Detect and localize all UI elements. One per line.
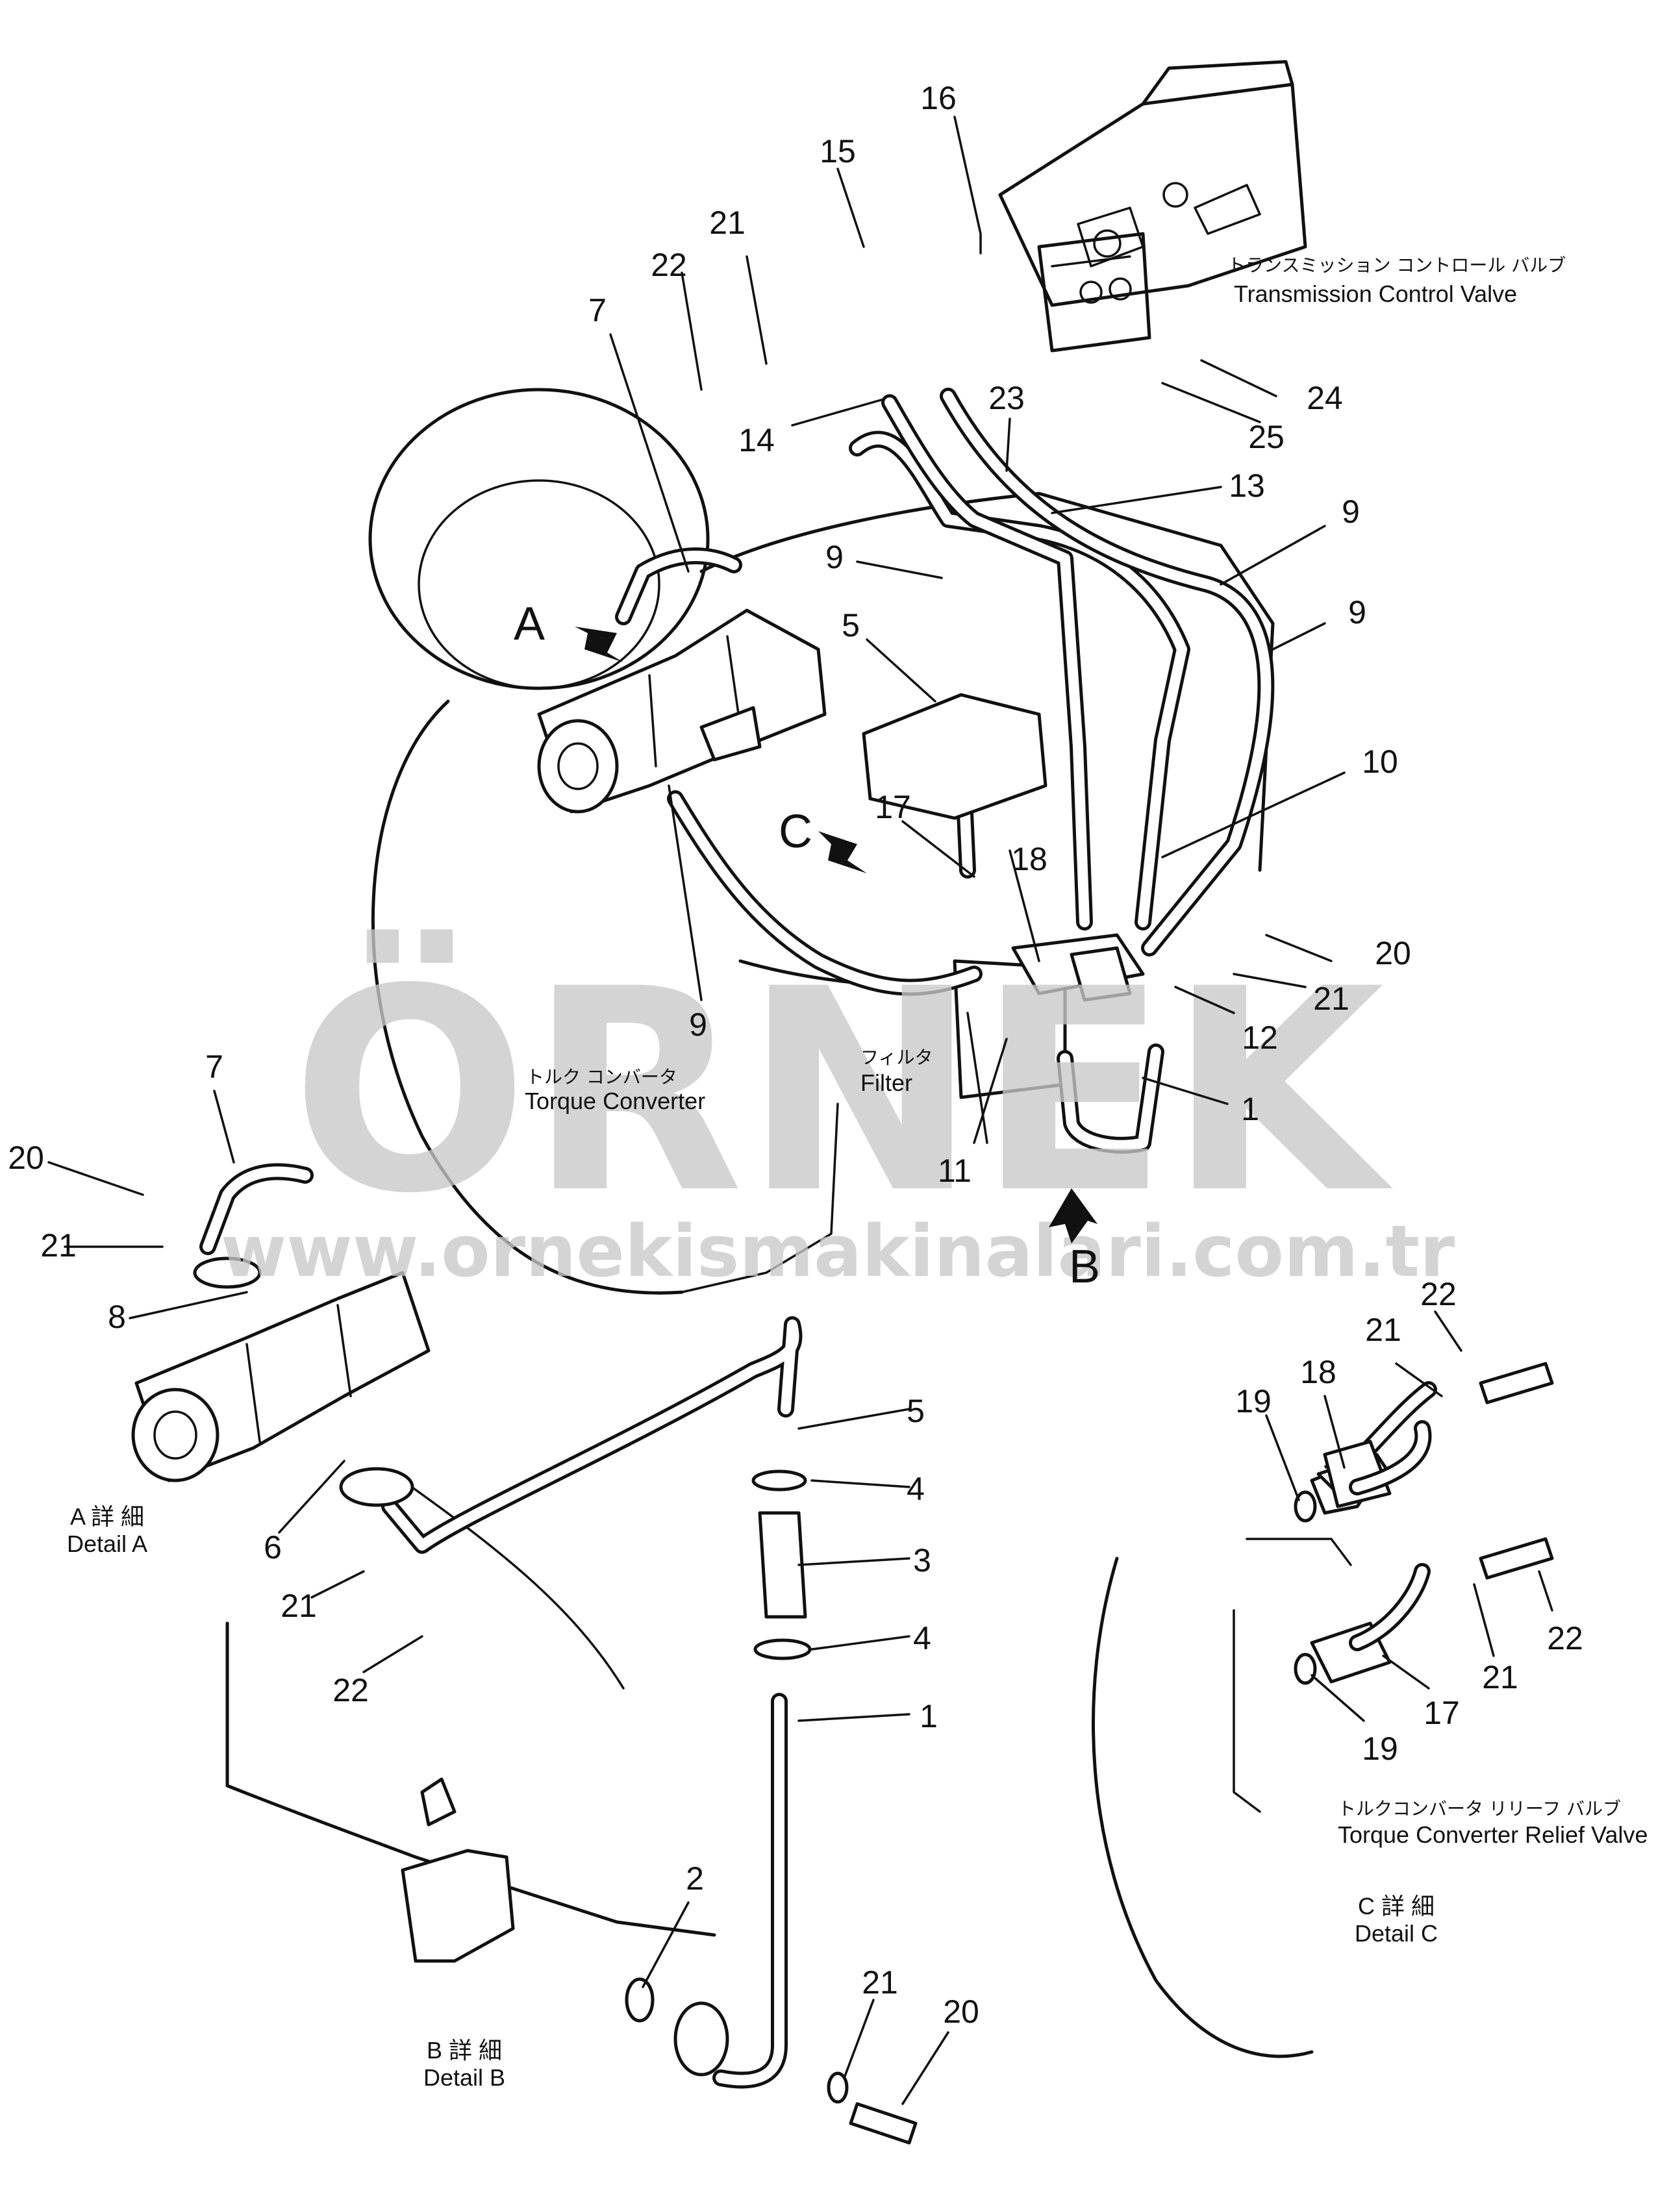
filter-jp: フィルタ bbox=[860, 1047, 933, 1068]
watermark-brand: ÖRNEK bbox=[291, 927, 1395, 1255]
arrow-a-icon bbox=[575, 627, 623, 662]
view-marker-c: C bbox=[779, 806, 812, 858]
callout-17-top: 17 bbox=[875, 789, 911, 825]
leader-lines bbox=[47, 116, 1553, 2105]
callout-24: 24 bbox=[1307, 380, 1343, 416]
callout-14: 14 bbox=[738, 422, 775, 458]
watermark-url: www.ornekismakinalari.com.tr bbox=[221, 1210, 1455, 1293]
callout-2-detail-b: 2 bbox=[686, 1860, 704, 1897]
callout-18-top: 18 bbox=[1011, 841, 1047, 877]
detail-b-jp: B 詳 細 bbox=[427, 2037, 502, 2064]
callout-12: 12 bbox=[1242, 1019, 1278, 1056]
callout-6-detail-b: 6 bbox=[264, 1529, 282, 1566]
callout-11: 11 bbox=[938, 1153, 972, 1189]
detail-c bbox=[1092, 1362, 1554, 2058]
callout-21-detail-c-a: 21 bbox=[1365, 1312, 1401, 1348]
callout-9-b: 9 bbox=[1342, 493, 1360, 530]
callout-4-detail-b-b: 4 bbox=[913, 1620, 931, 1656]
callout-8-detail-a: 8 bbox=[108, 1299, 126, 1335]
callout-21-detail-a: 21 bbox=[40, 1227, 77, 1264]
callout-15: 15 bbox=[820, 133, 856, 169]
detail-b-en: Detail B bbox=[423, 2064, 505, 2091]
detail-a-pump bbox=[131, 1163, 431, 1482]
detail-a-jp: A 詳 細 bbox=[70, 1503, 144, 1530]
callout-21-detail-c-b: 21 bbox=[1482, 1659, 1518, 1695]
callout-22-detail-b: 22 bbox=[332, 1672, 369, 1708]
filter-bracket bbox=[862, 693, 1047, 820]
callout-16: 16 bbox=[920, 80, 957, 116]
callout-10: 10 bbox=[1362, 743, 1398, 780]
callout-numbers: 16 15 21 22 7 14 23 24 25 13 9 9 9 5 10 … bbox=[8, 80, 1583, 2030]
callout-25: 25 bbox=[1248, 419, 1285, 455]
transmission-control-valve bbox=[998, 60, 1307, 353]
callout-3-detail-b: 3 bbox=[913, 1542, 931, 1579]
callout-5-detail-b: 5 bbox=[907, 1393, 925, 1429]
callout-20-detail-b: 20 bbox=[943, 1993, 979, 2030]
callout-9-d: 9 bbox=[689, 1006, 707, 1043]
callout-22-top: 22 bbox=[651, 247, 687, 283]
detail-b bbox=[225, 1316, 918, 2145]
callout-21-mid: 21 bbox=[1313, 980, 1349, 1017]
arrow-c-icon bbox=[818, 831, 867, 873]
view-marker-b: B bbox=[1069, 1241, 1100, 1293]
hydraulic-pump bbox=[537, 608, 827, 814]
filter-body bbox=[953, 933, 1145, 1099]
transmission-valve-jp: トランスミッション コントロール バルブ bbox=[1227, 255, 1566, 276]
view-marker-a: A bbox=[514, 598, 545, 650]
callout-13: 13 bbox=[1229, 468, 1265, 504]
callout-22-detail-c-a: 22 bbox=[1420, 1276, 1457, 1312]
callout-18-detail-c: 18 bbox=[1300, 1354, 1336, 1390]
callout-1-top: 1 bbox=[1241, 1091, 1259, 1127]
callout-23: 23 bbox=[988, 380, 1025, 416]
callout-22-detail-c-b: 22 bbox=[1547, 1620, 1583, 1656]
detail-c-en: Detail C bbox=[1355, 1920, 1438, 1947]
callout-21-detail-b-a: 21 bbox=[281, 1588, 317, 1624]
detail-a-en: Detail A bbox=[67, 1530, 147, 1557]
callout-20-detail-a: 20 bbox=[8, 1140, 44, 1176]
callout-5-top: 5 bbox=[842, 607, 860, 643]
hose-lines bbox=[615, 388, 1275, 1154]
callout-9-a: 9 bbox=[825, 539, 844, 575]
transmission-valve-en: Transmission Control Valve bbox=[1234, 281, 1517, 307]
callout-7-detail-a: 7 bbox=[205, 1049, 223, 1085]
callout-21-detail-b-b: 21 bbox=[862, 1964, 898, 2001]
torque-converter-jp: トルク コンバータ bbox=[526, 1066, 677, 1088]
callout-21-top: 21 bbox=[709, 205, 746, 241]
callout-7-top: 7 bbox=[588, 292, 607, 329]
callout-17-detail-c: 17 bbox=[1423, 1695, 1460, 1731]
filter-en: Filter bbox=[860, 1069, 912, 1096]
callout-19-detail-c-b: 19 bbox=[1362, 1730, 1398, 1767]
callout-20-top: 20 bbox=[1375, 935, 1411, 971]
relief-valve-jp: トルクコンバータ リリーフ バルブ bbox=[1338, 1798, 1621, 1819]
arrow-b-icon bbox=[1049, 1188, 1097, 1243]
callout-1-detail-b: 1 bbox=[920, 1698, 938, 1734]
callout-9-c: 9 bbox=[1348, 594, 1366, 631]
detail-c-jp: C 詳 細 bbox=[1358, 1893, 1435, 1919]
callout-19-detail-c-a: 19 bbox=[1235, 1383, 1272, 1419]
callout-4-detail-b-a: 4 bbox=[907, 1471, 925, 1507]
torque-converter-en: Torque Converter bbox=[525, 1088, 705, 1114]
relief-valve-en: Torque Converter Relief Valve bbox=[1338, 1821, 1648, 1848]
